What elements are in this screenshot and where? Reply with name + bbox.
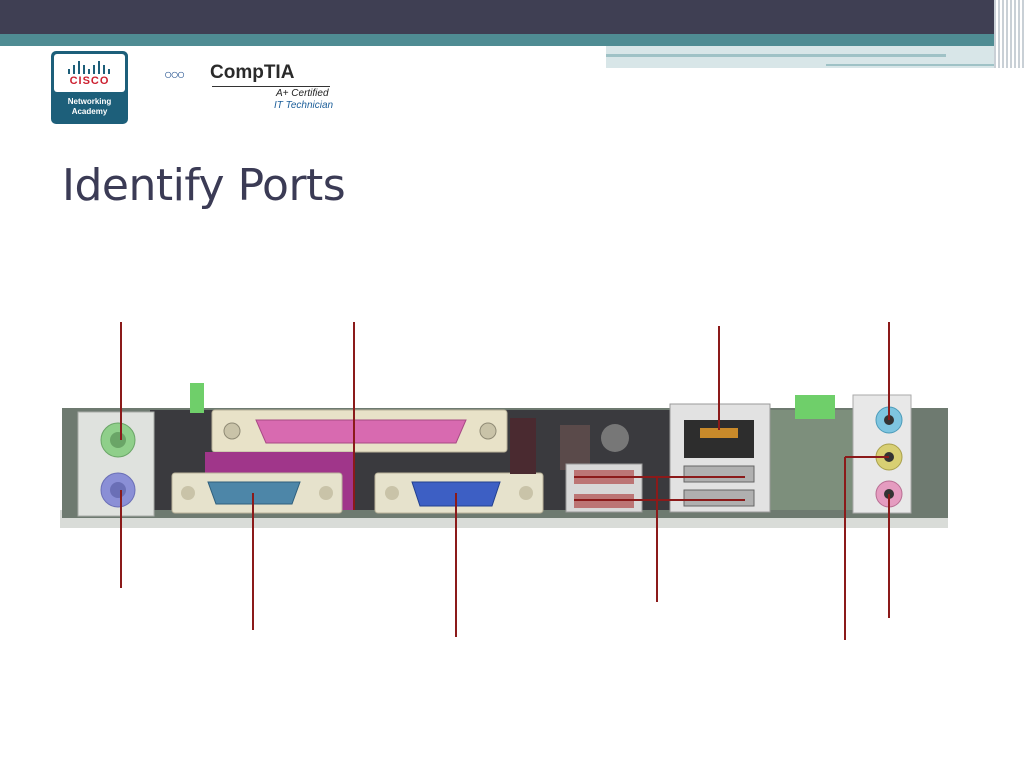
- audio-jack-panel: [852, 394, 912, 514]
- vga-port: [374, 472, 544, 514]
- comptia-logo: ○○○ CompTIA A+ Certified IT Technician: [164, 62, 334, 112]
- top-title-bar: [0, 0, 1024, 34]
- slide-title: Identify Ports: [62, 160, 346, 211]
- cisco-bridge-icon: [68, 60, 110, 74]
- cisco-line1: Networking: [67, 97, 112, 106]
- accent-sub-bar: [606, 46, 1024, 68]
- usb-ports: [565, 463, 643, 513]
- comptia-wordmark: CompTIA: [210, 62, 295, 83]
- ps2-keyboard-port: [100, 472, 136, 508]
- accent-bar: [0, 34, 1024, 46]
- capacitors: [190, 383, 835, 474]
- decorative-stripes: [994, 0, 1024, 68]
- comptia-rings-icon: ○○○: [164, 66, 185, 82]
- comptia-certified: A+ Certified: [276, 88, 329, 99]
- cisco-wordmark: CISCO: [69, 75, 110, 87]
- comptia-it-technician: IT Technician: [274, 100, 334, 111]
- cisco-networking-academy-logo: CISCO Networking Academy: [51, 51, 128, 124]
- serial-port: [171, 472, 343, 514]
- cisco-line2: Academy: [71, 107, 108, 116]
- ps2-mouse-port: [100, 422, 136, 458]
- callout-lines: [120, 322, 890, 640]
